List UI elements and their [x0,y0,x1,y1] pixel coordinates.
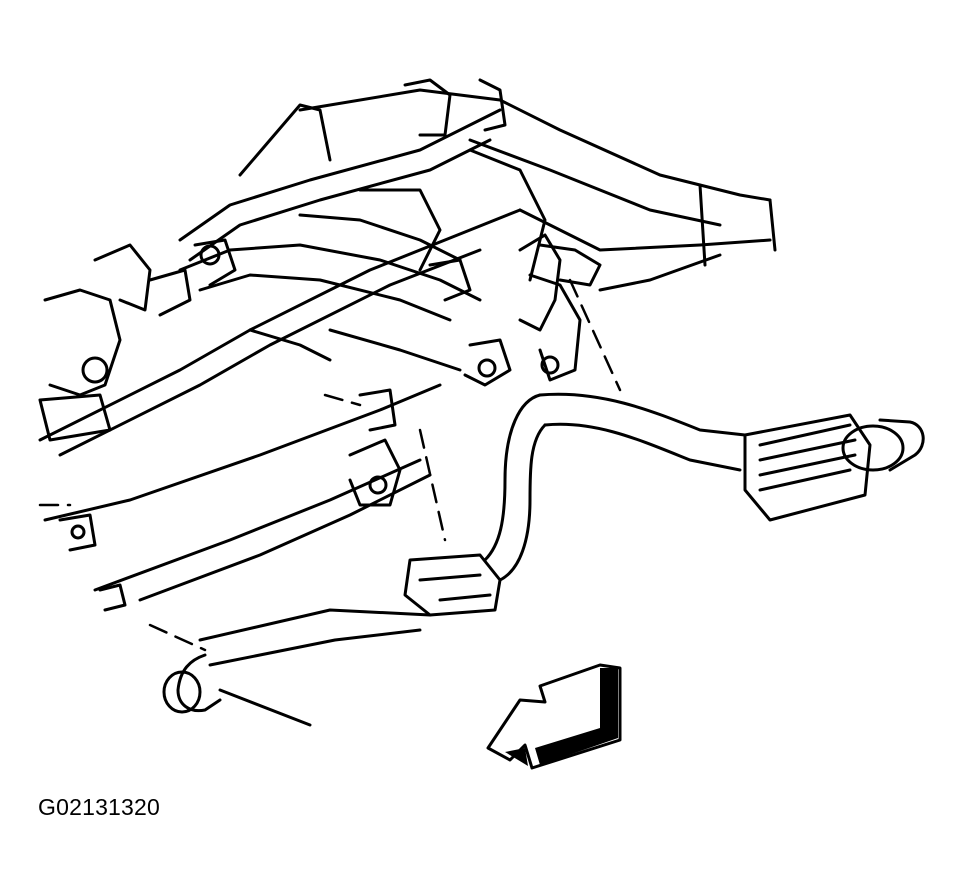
muffler [745,415,923,520]
figure-code: G02131320 [38,794,161,820]
right-mounts [430,235,600,385]
front-direction-arrow [488,665,620,768]
exhaust-pipe [485,394,745,580]
routing-lines [40,280,620,650]
left-mounts [40,240,235,440]
frame-left-rail [40,210,520,600]
lower-brackets [60,390,400,610]
center-crossmember [180,150,545,370]
front-crossmember [180,80,505,260]
front-pipe [164,610,430,725]
frame-right-rail [300,90,775,290]
resonator [405,555,500,615]
